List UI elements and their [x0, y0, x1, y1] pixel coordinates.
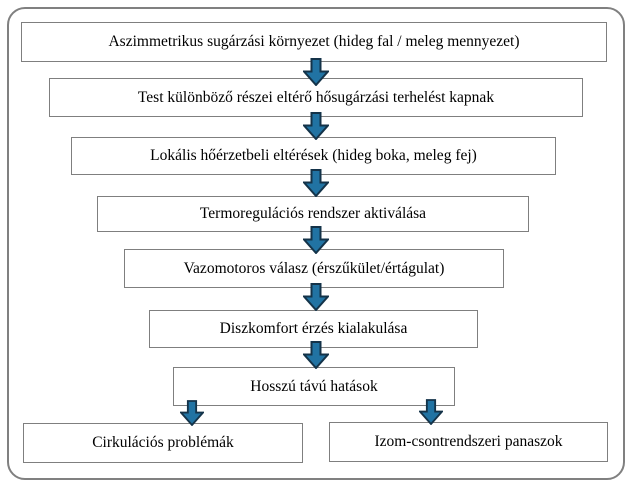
flow-step-7: Hosszú távú hatások: [173, 367, 455, 406]
down-arrow-icon: [303, 112, 329, 140]
flow-step-1: Aszimmetrikus sugárzási környezet (hideg…: [21, 22, 607, 62]
down-arrow-icon: [303, 58, 329, 86]
down-arrow-icon: [303, 283, 329, 311]
down-arrow-icon: [419, 399, 443, 425]
down-arrow-icon: [303, 169, 329, 197]
down-arrow-icon: [303, 226, 329, 254]
flow-outcome-left: Cirkulációs problémák: [23, 423, 303, 463]
flow-outcome-right: Izom-csontrendszeri panaszok: [329, 422, 608, 462]
down-arrow-icon: [180, 400, 204, 426]
down-arrow-icon: [303, 341, 329, 369]
